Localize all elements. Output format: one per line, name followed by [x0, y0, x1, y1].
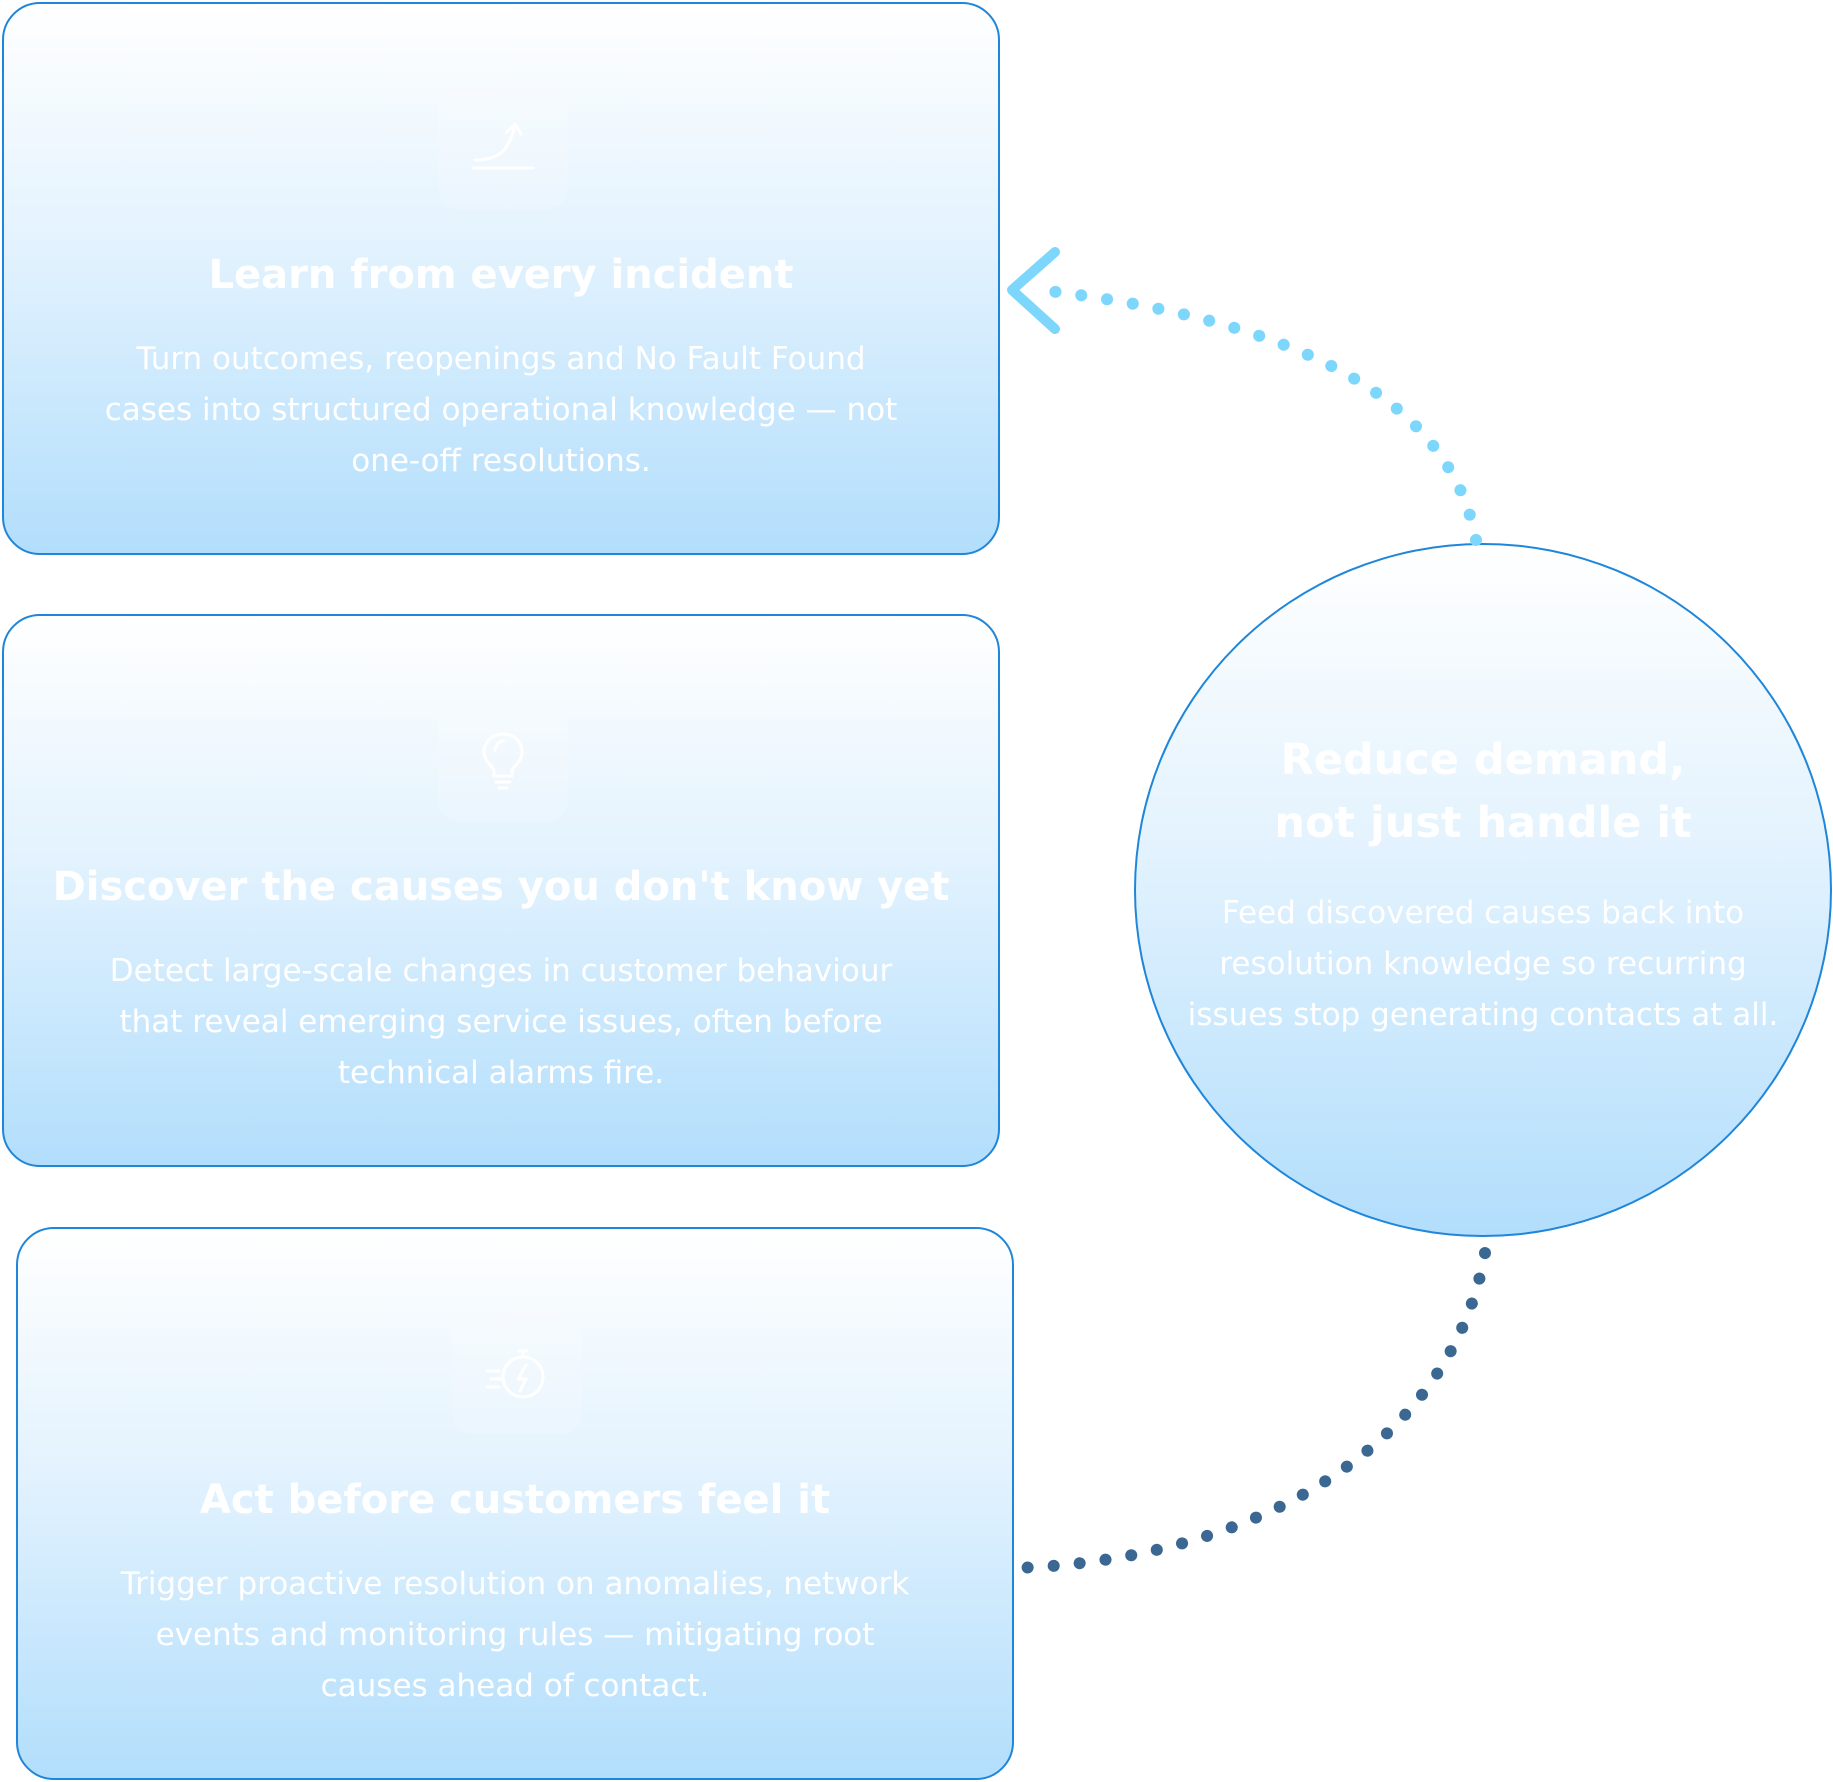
card-description: Trigger proactive resolution on anomalie… [120, 1566, 910, 1704]
icon-tile [438, 698, 568, 822]
card-description: Turn outcomes, reopenings and No Fault F… [104, 341, 898, 479]
circle-title: Reduce demand, not just handle it [1274, 735, 1692, 848]
circle-description: Feed discovered causes back into resolut… [1187, 895, 1779, 1033]
arrowhead-left-icon [1007, 247, 1060, 334]
card-act-before-customers: Act before customers feel it Trigger pro… [16, 1227, 1014, 1780]
card-title: Discover the causes you don't know yet [52, 864, 950, 910]
card-title: Act before customers feel it [199, 1477, 831, 1523]
trend-up-icon [471, 122, 535, 170]
icon-tile [438, 86, 568, 210]
lightbulb-icon [482, 732, 524, 790]
icon-tile [452, 1311, 582, 1435]
card-learn-from-incident: Learn from every incident Turn outcomes,… [2, 2, 1000, 555]
card-title: Learn from every incident [208, 252, 794, 298]
top-dotted-arrow [1034, 284, 1482, 546]
bottom-dotted-connector [1010, 1247, 1491, 1574]
stopwatch-bolt-icon [485, 1349, 545, 1399]
reduce-demand-circle: Reduce demand, not just handle it Feed d… [1134, 543, 1832, 1237]
card-description: Detect large-scale changes in customer b… [109, 953, 893, 1091]
card-discover-causes: Discover the causes you don't know yet D… [2, 614, 1000, 1167]
